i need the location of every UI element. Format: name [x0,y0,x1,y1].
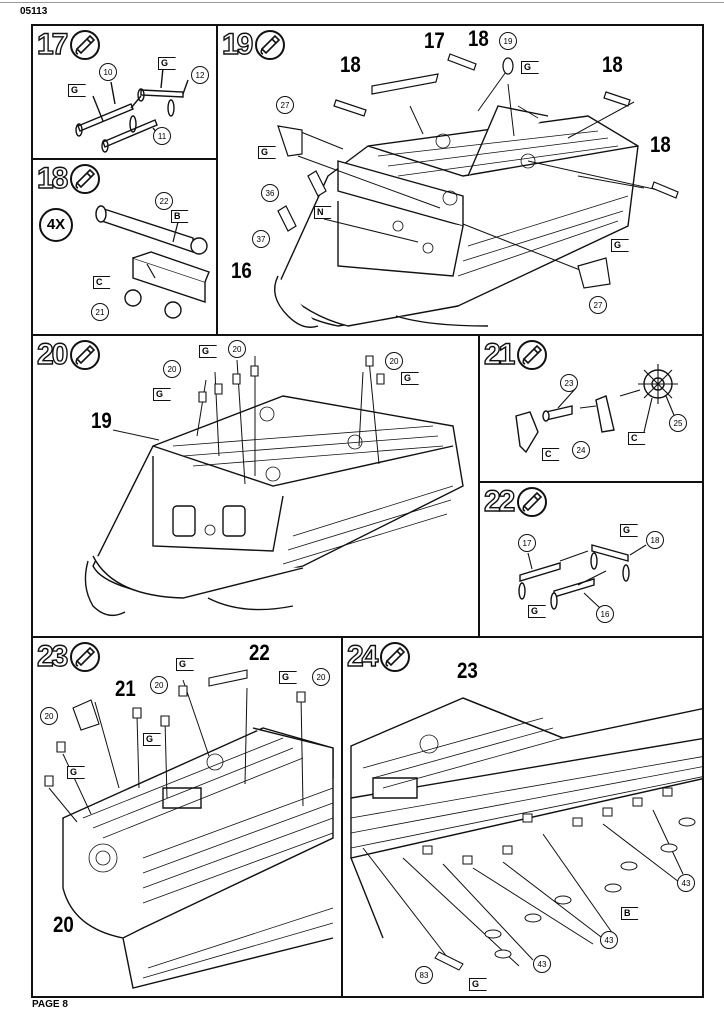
callout-23: 23 [560,374,578,392]
callout-20: 20 [163,360,181,378]
callout-83: 83 [415,966,433,984]
part-label-18: 18 [468,26,489,51]
callout-22: 22 [155,192,173,210]
step-23-panel: 23 [31,636,343,998]
step-24-panel: 24 [341,636,704,998]
glue-tube-icon [517,487,548,517]
glue-tube-icon [70,164,101,194]
callout-17: 17 [518,534,536,552]
step-21-panel: 21 23 24 25 C C [478,334,704,483]
step-number: 24 [346,640,379,673]
step-number: 22 [483,485,516,518]
step-24-header: 24 [346,640,411,673]
callout-12: 12 [191,66,209,84]
part-label-23: 23 [457,658,478,683]
step-21-header: 21 [483,338,548,371]
tag-b: B [171,210,189,223]
callout-16: 16 [596,605,614,623]
step-18-panel: 18 4X 22 21 B C [31,158,218,336]
glue-tube-icon [70,340,101,370]
step-17-header: 17 [36,28,101,61]
callout-24: 24 [572,441,590,459]
step-22-header: 22 [483,485,548,518]
step-20-header: 20 [36,338,101,371]
callout-20: 20 [150,676,168,694]
glue-tube-icon [517,340,548,370]
quantity-badge: 4X [39,208,73,242]
callout-36: 36 [261,184,279,202]
callout-20: 20 [228,340,246,358]
railing-assembly-drawing [480,483,704,638]
stern-detail-drawing [33,336,480,638]
part-label-18: 18 [340,52,361,77]
cannon-placement-drawing [343,638,702,998]
step-17-panel: 17 10 12 11 G G [31,24,218,160]
step-number: 21 [483,338,516,371]
callout-27: 27 [589,296,607,314]
callout-11: 11 [153,127,171,145]
callout-27: 27 [276,96,294,114]
page-number: PAGE 8 [32,999,68,1010]
callout-20: 20 [385,352,403,370]
top-rule [0,2,724,3]
quarterdeck-drawing [33,638,343,998]
callout-43: 43 [533,955,551,973]
glue-tube-icon [255,30,286,60]
part-label-22: 22 [249,640,270,665]
step-18-header: 18 [36,162,101,195]
step-23-header: 23 [36,640,101,673]
step-number: 23 [36,640,69,673]
callout-18: 18 [646,531,664,549]
step-22-panel: 22 17 18 16 G G [478,481,704,638]
glue-tube-icon [70,642,101,672]
part-label-17: 17 [424,28,445,53]
step-number: 20 [36,338,69,371]
part-label-16: 16 [231,258,252,283]
glue-tag-g: G [258,146,277,159]
part-label-18: 18 [602,52,623,77]
step-19-panel: 19 [216,24,704,336]
cannon-drawing [33,160,218,336]
step-19-header: 19 [221,28,286,61]
step-number: 17 [36,28,69,61]
glue-tag-g: G [68,84,87,97]
callout-20: 20 [40,707,58,725]
callout-43: 43 [600,931,618,949]
callout-19: 19 [499,32,517,50]
callout-37: 37 [252,230,270,248]
step-number: 18 [36,162,69,195]
callout-21: 21 [91,303,109,321]
page-code: 05113 [20,6,48,17]
ship-wheel-drawing [480,336,704,483]
glue-tube-icon [70,30,101,60]
railing-parts-drawing [33,26,218,160]
part-label-20: 20 [53,912,74,937]
part-label-19: 19 [91,408,112,433]
callout-20: 20 [312,668,330,686]
callout-43: 43 [677,874,695,892]
callout-25: 25 [669,414,687,432]
part-label-21: 21 [115,676,136,701]
glue-tube-icon [380,642,411,672]
stern-assembly-drawing [218,26,704,336]
callout-10: 10 [99,63,117,81]
step-number: 19 [221,28,254,61]
step-20-panel: 20 [31,334,480,638]
part-label-18: 18 [650,132,671,157]
